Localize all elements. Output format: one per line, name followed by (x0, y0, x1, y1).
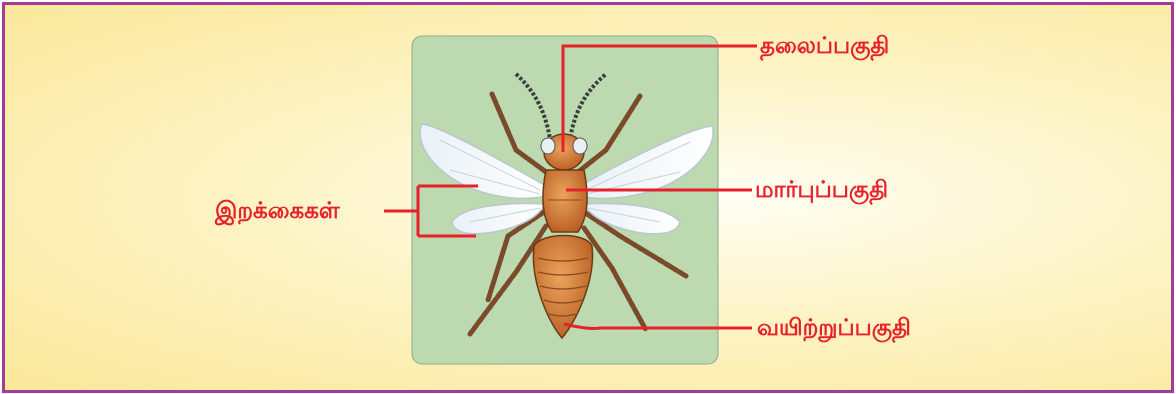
label-head: தலைப்பகுதி (760, 32, 889, 60)
label-abdomen: வயிற்றுப்பகுதி (757, 314, 911, 342)
label-thorax: மார்புப்பகுதி (755, 176, 888, 204)
label-wings: இறக்கைகள் (215, 197, 340, 225)
